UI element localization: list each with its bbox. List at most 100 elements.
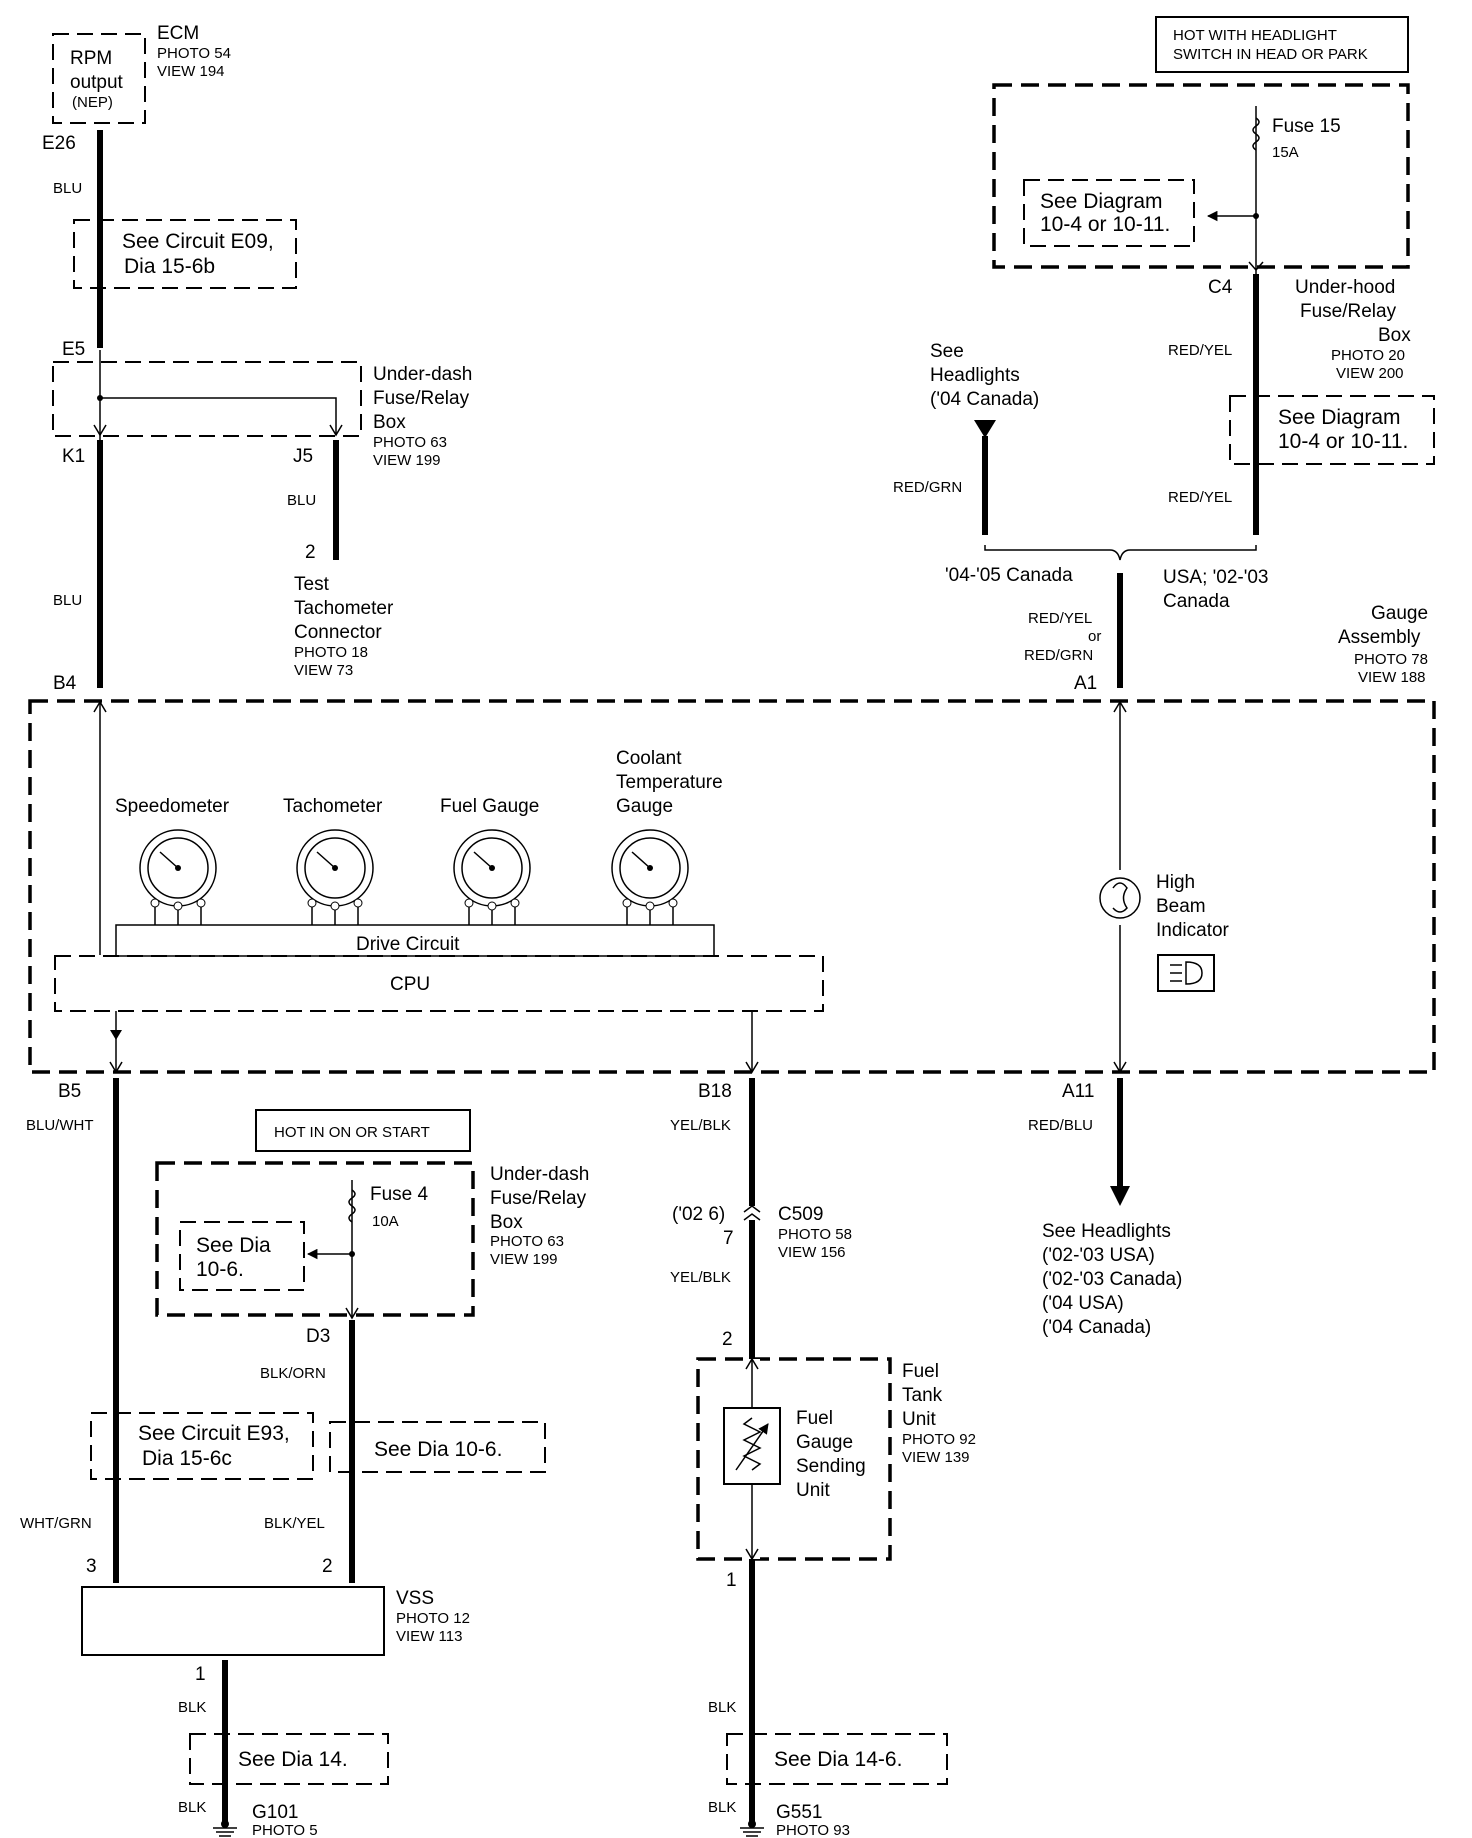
e09-box xyxy=(73,219,297,289)
underdash-bot-l2: Fuse/Relay xyxy=(490,1188,587,1209)
pin-b5: B5 xyxy=(58,1081,81,1102)
pin-b18: B18 xyxy=(698,1081,732,1102)
ground-symbol-g551 xyxy=(740,1820,764,1837)
fuse4-see-box xyxy=(179,1221,305,1291)
pin-e26: E26 xyxy=(42,133,76,154)
wire-label-whtgrn: WHT/GRN xyxy=(20,1515,92,1532)
vss-pin1: 1 xyxy=(195,1664,206,1685)
ecm-nep: (NEP) xyxy=(72,94,113,111)
high-beam-l3: Indicator xyxy=(1156,920,1230,941)
underdash-top-photo: PHOTO 63 xyxy=(373,434,447,451)
fuel-tank-t1: Fuel xyxy=(902,1361,939,1382)
fuel-tank-t2: Tank xyxy=(902,1385,943,1406)
underdash-bot-l3: Box xyxy=(490,1212,523,1233)
branch-right2: Canada xyxy=(1163,591,1230,612)
underdash-top-l3: Box xyxy=(373,412,406,433)
test-tach-view: VIEW 73 xyxy=(294,662,353,679)
wire-label-blkyel: BLK/YEL xyxy=(264,1515,325,1532)
g101-name: G101 xyxy=(252,1802,298,1823)
dia14-label: See Dia 14. xyxy=(238,1748,348,1771)
gauge-asm-view: VIEW 188 xyxy=(1358,669,1426,686)
dia106-label: See Dia 10-6. xyxy=(374,1438,502,1461)
wire-label-redblu: RED/BLU xyxy=(1028,1117,1093,1134)
wire-label-blk-2: BLK xyxy=(178,1799,206,1816)
c509-photo: PHOTO 58 xyxy=(778,1226,852,1243)
gauge-asm-l1: Gauge xyxy=(1371,603,1428,624)
fuse15-amp: 15A xyxy=(1272,144,1299,161)
see-hl-bot-arrow xyxy=(1110,1186,1130,1206)
pin-e5: E5 xyxy=(62,339,85,360)
hot-headlight-box xyxy=(1155,16,1409,73)
vss-pin2: 2 xyxy=(322,1556,333,1577)
underhood-see1: See Diagram xyxy=(1278,406,1401,429)
fuse15-see-box xyxy=(1023,179,1195,247)
fuse4-see2: 10-6. xyxy=(196,1258,244,1281)
fuse4-name: Fuse 4 xyxy=(370,1184,429,1205)
wire-label-blk-3: BLK xyxy=(708,1699,736,1716)
wire-label-or: or xyxy=(1088,628,1101,645)
vss-view: VIEW 113 xyxy=(396,1628,462,1645)
underdash-bot-photo: PHOTO 63 xyxy=(490,1233,564,1250)
test-tach-l3: Connector xyxy=(294,622,382,643)
wire-label-blkorn: BLK/ORN xyxy=(260,1365,326,1382)
wire-label-redyel-2: RED/YEL xyxy=(1168,489,1232,506)
branch-right1: USA; '02-'03 xyxy=(1163,567,1268,588)
cpu-box xyxy=(54,955,824,1012)
see-hl-top-l3: ('04 Canada) xyxy=(930,389,1039,410)
fuel-gauge-label: Fuel Gauge xyxy=(440,796,539,817)
fuse4-see1: See Dia xyxy=(196,1234,271,1257)
ecm-view: VIEW 194 xyxy=(157,63,225,80)
underdash-top-l1: Under-dash xyxy=(373,364,472,385)
underhood-l3: Box xyxy=(1378,325,1411,346)
fuse15-see2: 10-4 or 10-11. xyxy=(1040,213,1170,236)
underdash-top-view: VIEW 199 xyxy=(373,452,441,469)
underdash-top-l2: Fuse/Relay xyxy=(373,388,470,409)
see-hl-bot-l3: ('02-'03 Canada) xyxy=(1042,1269,1182,1290)
fuel-gauge-dial xyxy=(453,829,531,925)
fuel-tank-pin2: 2 xyxy=(722,1329,733,1350)
e93-line1: See Circuit E93, xyxy=(138,1422,290,1445)
fuel-tank-photo: PHOTO 92 xyxy=(902,1431,976,1448)
high-beam-l2: Beam xyxy=(1156,896,1206,917)
underdash-top-box xyxy=(52,361,362,437)
high-beam-l1: High xyxy=(1156,872,1195,893)
coolant-l1: Coolant xyxy=(616,748,682,769)
g101-photo: PHOTO 5 xyxy=(252,1822,318,1838)
branch-brace xyxy=(984,545,1257,561)
underhood-l1: Under-hood xyxy=(1295,277,1395,298)
fuse4-amp: 10A xyxy=(372,1213,399,1230)
fuel-tank-box xyxy=(696,1357,892,1561)
see-hl-bot-l5: ('04 Canada) xyxy=(1042,1317,1151,1338)
ecm-output: output xyxy=(70,72,124,93)
test-tach-pin: 2 xyxy=(305,542,316,563)
underdash-bot-view: VIEW 199 xyxy=(490,1251,558,1268)
hot-headlight-l1: HOT WITH HEADLIGHT xyxy=(1173,27,1337,44)
wire-label-blu-3: BLU xyxy=(53,592,82,609)
c509-connector xyxy=(743,1205,761,1213)
g551-photo: PHOTO 93 xyxy=(776,1822,850,1838)
fuse15-name: Fuse 15 xyxy=(1272,116,1341,137)
wire-label-blu-1: BLU xyxy=(53,180,82,197)
wire-label-blu-2: BLU xyxy=(287,492,316,509)
underhood-l2: Fuse/Relay xyxy=(1300,301,1397,322)
test-tach-l2: Tachometer xyxy=(294,598,394,619)
dia106-box xyxy=(329,1421,546,1473)
fuel-tank-pin1: 1 xyxy=(726,1570,737,1591)
pin-j5: J5 xyxy=(293,446,313,467)
dia14-box xyxy=(189,1733,389,1785)
wire-label-blk-1: BLK xyxy=(178,1699,206,1716)
branch-left: '04-'05 Canada xyxy=(945,565,1073,586)
pin-c4: C4 xyxy=(1208,277,1233,298)
test-tach-photo: PHOTO 18 xyxy=(294,644,368,661)
see-hl-bot-l2: ('02-'03 USA) xyxy=(1042,1245,1155,1266)
dia146-label: See Dia 14-6. xyxy=(774,1748,902,1771)
hot-on-box xyxy=(255,1109,471,1152)
tachometer-label: Tachometer xyxy=(283,796,383,817)
fuel-tank-t3: Unit xyxy=(902,1409,937,1430)
pin-d3: D3 xyxy=(306,1326,330,1347)
vss-photo: PHOTO 12 xyxy=(396,1610,470,1627)
high-beam-bulb xyxy=(1099,877,1141,919)
e93-line2: Dia 15-6c xyxy=(142,1447,232,1470)
e09-line1: See Circuit E09, xyxy=(122,230,274,253)
